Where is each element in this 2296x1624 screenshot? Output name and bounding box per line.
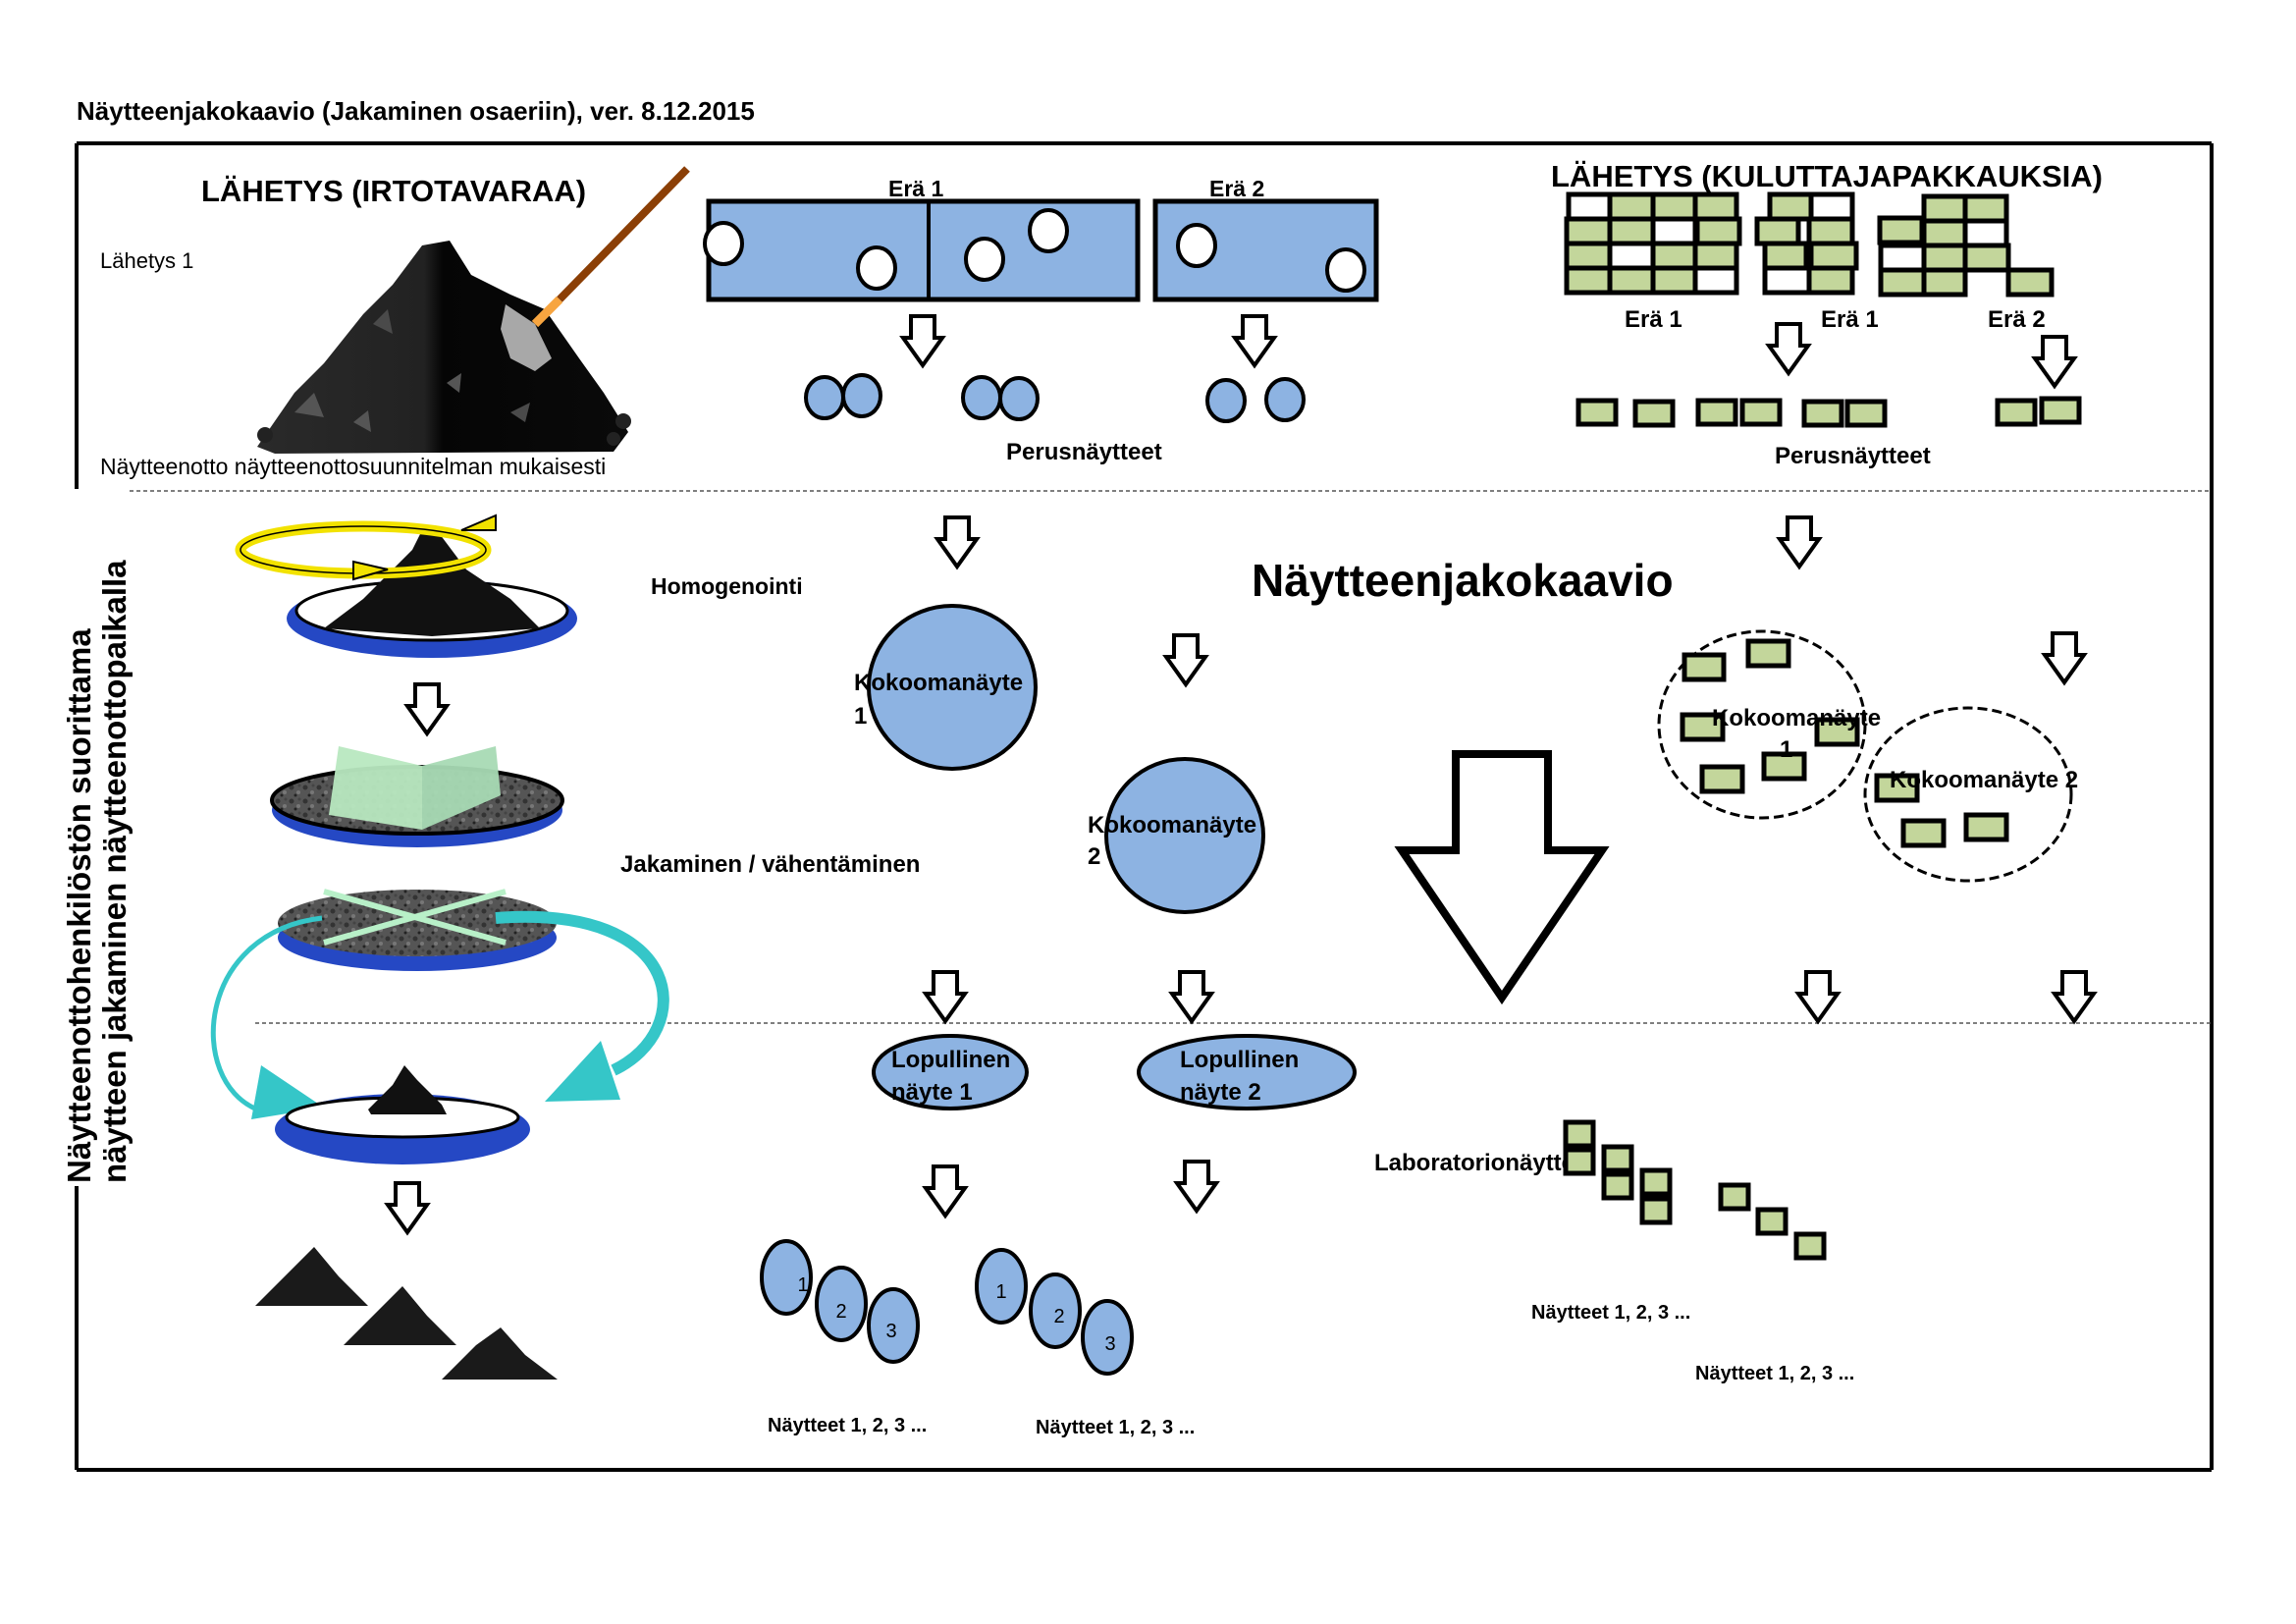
bulk-composite-1-number: 1	[854, 703, 867, 730]
bulk-lab-samples-2: 1 2 3	[975, 1248, 1134, 1376]
bulk-primary-samples-label: Perusnäytteet	[1006, 439, 1162, 465]
down-arrow-icon	[1168, 970, 1215, 1025]
consumer-samples-caption-1: Näytteet 1, 2, 3 ...	[1531, 1302, 1690, 1324]
down-arrow-icon	[934, 515, 981, 570]
shovel-icon	[501, 166, 690, 371]
down-arrow-icon	[2031, 335, 2078, 390]
bulk-composite-1: Kokoomanäyte 1	[854, 604, 1038, 771]
down-arrow-icon	[2051, 970, 2098, 1025]
down-arrow-icon	[1794, 970, 1842, 1025]
lot1-container	[703, 198, 1141, 302]
homogenization-tray-icon	[287, 530, 577, 658]
consumer-lot-label-1: Erä 1	[1625, 306, 1682, 333]
lot1-label: Erä 1	[888, 176, 943, 201]
quartering-tray-icon	[270, 746, 564, 847]
down-arrow-icon	[1173, 1160, 1220, 1215]
consumer-packages-lot2	[1877, 193, 2055, 298]
rotation-arrows-icon	[235, 514, 497, 581]
bulk-final-2-line1: Lopullinen	[1180, 1047, 1299, 1073]
sampling-note: Näytteenotto näytteenottosuunnitelman mu…	[100, 454, 606, 479]
consumer-composite-1-label: Kokoomanäyte	[1712, 705, 1881, 731]
sample-number: 2	[835, 1301, 846, 1323]
down-arrow-icon	[384, 1181, 431, 1236]
consumer-composite-2: Kokoomanäyte 2	[1863, 706, 2078, 883]
bulk-primary-samples	[804, 373, 1306, 423]
consumer-samples-caption-2: Näytteet 1, 2, 3 ...	[1695, 1363, 1854, 1384]
side-label-line1: Näytteenottohenkilöstön suorittama	[61, 628, 97, 1183]
consumer-primary-samples	[1575, 396, 2082, 428]
bulk-samples-caption-1: Näytteet 1, 2, 3 ...	[768, 1415, 927, 1436]
consumer-lab-samples-1	[1563, 1119, 1673, 1225]
lot2-container	[1152, 198, 1379, 302]
lab-samples-label: Laboratorionäytteet	[1374, 1150, 1595, 1176]
side-label: Näytteenottohenkilöstön suorittama näytt…	[61, 560, 133, 1183]
quartered-tray-icon	[278, 889, 557, 971]
reduced-sample-tray-icon	[275, 1065, 530, 1164]
bulk-final-sample-2: Lopullinen näyte 2	[1137, 1034, 1357, 1110]
sample-number: 1	[797, 1274, 808, 1296]
down-arrow-icon	[1231, 314, 1278, 369]
consumer-composite-1: Kokoomanäyte 1	[1657, 629, 1881, 820]
bulk-final-1-line2: näyte 1	[891, 1079, 973, 1106]
side-label-line2: näytteen jakaminen näytteenottopaikalla	[96, 560, 133, 1183]
sample-number: 1	[995, 1281, 1006, 1303]
down-arrow-icon	[403, 682, 451, 737]
consumer-lot-label-3: Erä 2	[1988, 306, 2046, 333]
bulk-heading: LÄHETYS (IRTOTAVARAA)	[201, 174, 586, 208]
outer-frame	[75, 141, 2214, 1472]
down-arrow-icon	[899, 314, 946, 369]
lot2-label: Erä 2	[1209, 176, 1264, 201]
bulk-final-sample-1: Lopullinen näyte 1	[872, 1034, 1029, 1110]
consumer-heading: LÄHETYS (KULUTTAJAPAKKAUKSIA)	[1551, 159, 2103, 193]
bulk-final-1-line1: Lopullinen	[891, 1047, 1010, 1073]
center-heading: Näytteenjakokaavio	[1252, 555, 1674, 606]
bulk-lab-samples-1: 1 2 3	[760, 1239, 920, 1364]
consumer-lab-samples-2	[1718, 1182, 1827, 1261]
down-arrow-icon	[1776, 515, 1823, 570]
consumer-packages-lot1a	[1564, 191, 1742, 296]
sample-number: 2	[1053, 1306, 1064, 1327]
sample-number: 3	[1104, 1333, 1115, 1355]
down-arrow-icon	[1162, 633, 1209, 688]
down-arrow-icon	[922, 1164, 969, 1219]
bulk-composite-2-label: Kokoomanäyte	[1088, 812, 1256, 839]
consumer-composite-2-label: Kokoomanäyte 2	[1890, 767, 2078, 793]
big-down-arrow-icon	[1394, 750, 1610, 1005]
down-arrow-icon	[1765, 322, 1812, 377]
down-arrow-icon	[922, 970, 969, 1025]
sample-number: 3	[885, 1321, 896, 1342]
consumer-lot-label-2: Erä 1	[1821, 306, 1879, 333]
bulk-composite-2: Kokoomanäyte 2	[1088, 757, 1265, 914]
consumer-primary-samples-label: Perusnäytteet	[1775, 443, 1931, 469]
bulk-composite-1-label: Kokoomanäyte	[854, 670, 1023, 696]
division-label: Jakaminen / vähentäminen	[620, 851, 920, 878]
bulk-final-2-line2: näyte 2	[1180, 1079, 1261, 1106]
homogenization-label: Homogenointi	[651, 573, 803, 599]
consumer-composite-1-number: 1	[1780, 736, 1792, 763]
down-arrow-icon	[2041, 631, 2088, 686]
bulk-samples-caption-2: Näytteet 1, 2, 3 ...	[1036, 1417, 1195, 1438]
document-title: Näytteenjakokaavio (Jakaminen osaeriin),…	[77, 96, 755, 126]
final-piles-icon	[255, 1247, 558, 1380]
shipment-label: Lähetys 1	[100, 248, 193, 273]
bulk-pile-icon	[257, 241, 631, 454]
bulk-composite-2-number: 2	[1088, 843, 1100, 870]
consumer-packages-lot1b	[1754, 191, 1859, 296]
flow-arrows	[384, 314, 2098, 1236]
